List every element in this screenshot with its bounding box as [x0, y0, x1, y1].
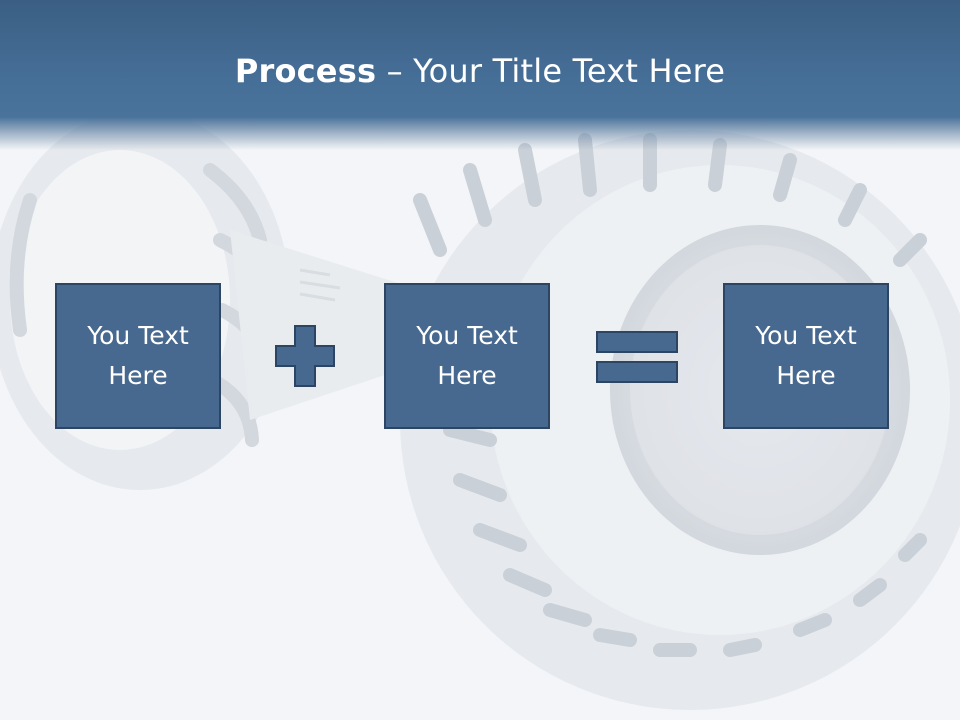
title-bold: Process [234, 52, 377, 90]
slide-title: Process – Your Title Text Here [0, 52, 960, 90]
process-box-3[interactable]: You Text Here [723, 283, 889, 429]
title-rest: – Your Title Text Here [376, 52, 726, 90]
process-box-2[interactable]: You Text Here [384, 283, 550, 429]
process-box-1-label: You Text Here [87, 321, 189, 390]
process-box-3-label: You Text Here [755, 321, 857, 390]
plus-icon [275, 325, 335, 387]
equals-icon [596, 331, 678, 383]
title-bar [0, 0, 960, 150]
process-box-2-label: You Text Here [416, 321, 518, 390]
process-box-1[interactable]: You Text Here [55, 283, 221, 429]
